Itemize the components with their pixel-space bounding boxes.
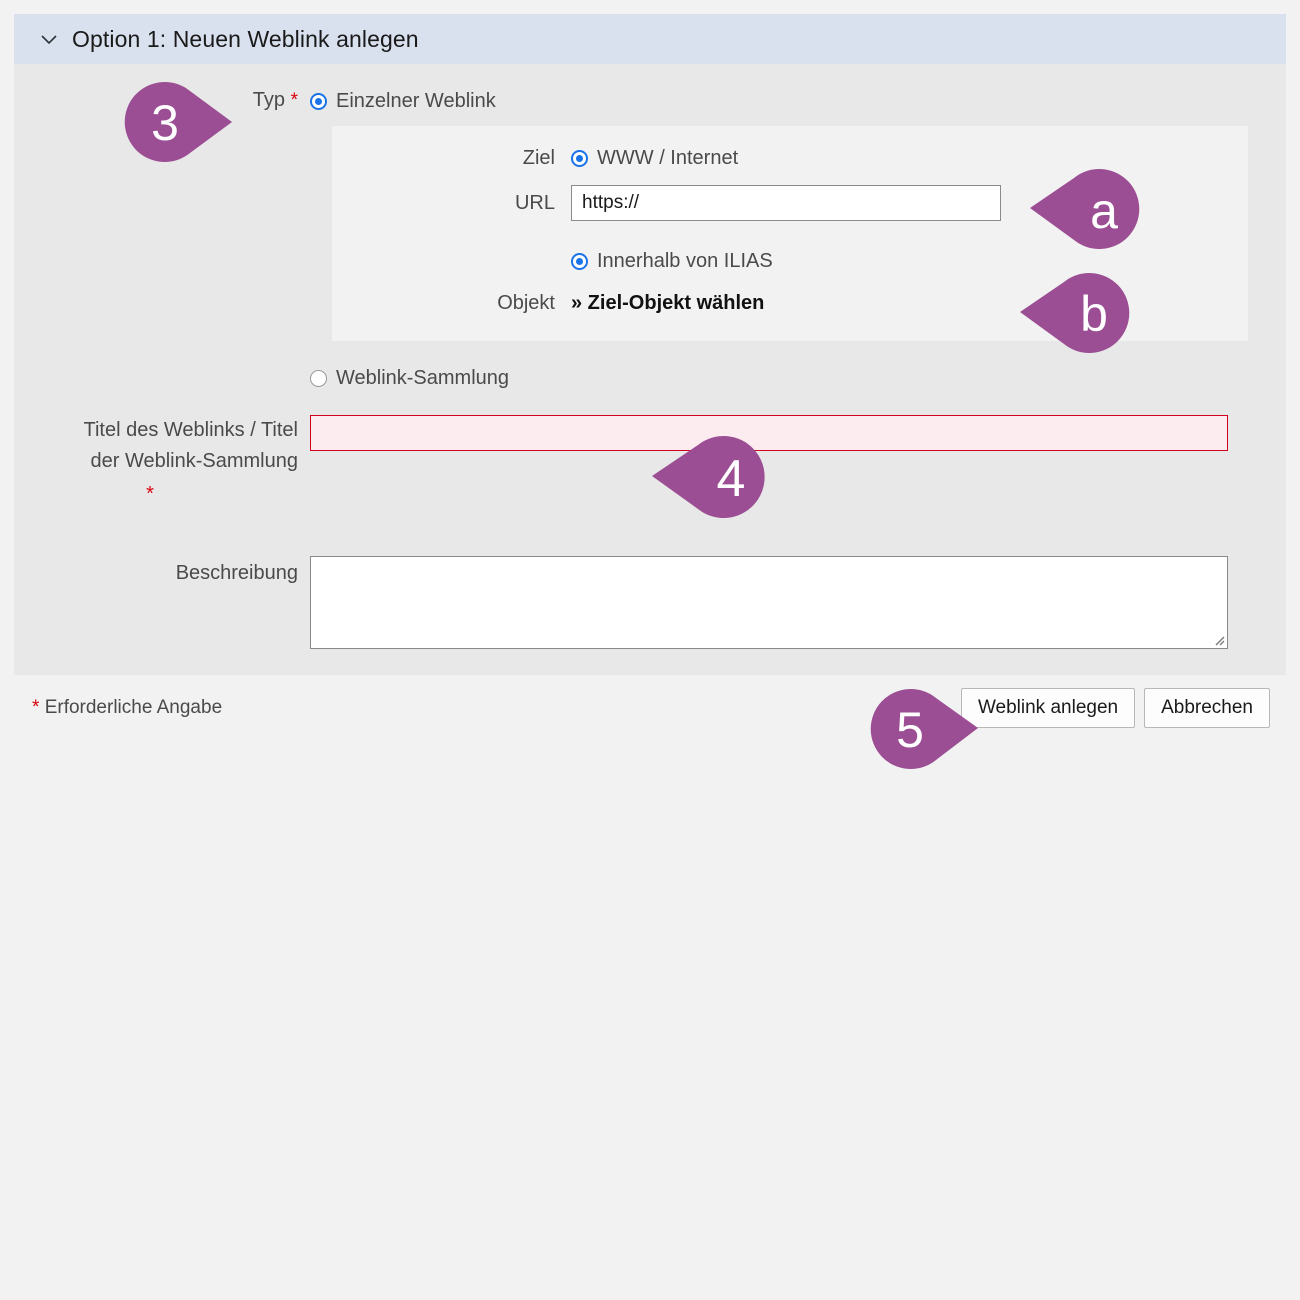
- url-input[interactable]: [571, 185, 1001, 221]
- radio-weblink-sammlung[interactable]: Weblink-Sammlung: [310, 341, 1286, 393]
- row-innerhalb-ilias: Innerhalb von ILIAS: [332, 243, 1248, 279]
- label-beschreibung: Beschreibung: [175, 562, 298, 584]
- chevron-down-icon[interactable]: [36, 26, 62, 52]
- row-ziel: Ziel WWW / Internet: [332, 140, 1248, 176]
- weblink-anlegen-button[interactable]: Weblink anlegen: [960, 688, 1136, 728]
- footer-buttons: Weblink anlegen Abbrechen: [960, 688, 1270, 728]
- panel-header[interactable]: Option 1: Neuen Weblink anlegen: [14, 14, 1286, 64]
- radio-innerhalb-von-ilias[interactable]: Innerhalb von ILIAS: [571, 246, 1248, 276]
- ziel-control: WWW / Internet: [571, 143, 1248, 173]
- required-note-star: *: [32, 697, 40, 718]
- radio-label-www-internet: WWW / Internet: [597, 147, 739, 169]
- label-titel-line2: der Weblink-Sammlung: [90, 450, 299, 472]
- row-objekt: Objekt » Ziel-Objekt wählen: [332, 285, 1248, 321]
- ziel-objekt-waehlen-link[interactable]: » Ziel-Objekt wählen: [571, 291, 765, 314]
- titel-input[interactable]: [310, 415, 1228, 451]
- row-beschreibung: Beschreibung: [14, 556, 1286, 675]
- panel-footer: * Erforderliche Angabe Weblink anlegen A…: [14, 675, 1286, 741]
- panel-title: Option 1: Neuen Weblink anlegen: [72, 25, 419, 52]
- required-marker-typ: *: [290, 90, 298, 111]
- label-titel-line1: Titel des Weblinks / Titel: [83, 419, 298, 441]
- radio-icon-www-internet[interactable]: [571, 149, 588, 167]
- panel-body: Typ * Einzelner Weblink Ziel WWW /: [14, 64, 1286, 675]
- beschreibung-wrapper: [310, 556, 1228, 649]
- label-url: URL: [514, 191, 555, 214]
- radio-www-internet[interactable]: WWW / Internet: [571, 143, 1248, 173]
- label-titel: Titel des Weblinks / Titel der Weblink-S…: [14, 415, 310, 510]
- beschreibung-textarea[interactable]: [310, 556, 1228, 649]
- ilias-control: Innerhalb von ILIAS: [571, 246, 1248, 276]
- radio-icon-einzelner-weblink[interactable]: [310, 92, 327, 110]
- label-typ-text: Typ: [252, 89, 286, 111]
- titel-control: [310, 415, 1286, 451]
- beschreibung-control: [310, 556, 1286, 649]
- radio-icon-innerhalb-von-ilias[interactable]: [571, 252, 588, 270]
- required-note-text: Erforderliche Angabe: [44, 697, 223, 718]
- url-control: [571, 185, 1248, 221]
- weblink-form-panel: Option 1: Neuen Weblink anlegen Typ * Ei…: [14, 14, 1286, 741]
- typ-control: Einzelner Weblink Ziel WWW / Internet: [310, 86, 1286, 393]
- radio-icon-weblink-sammlung[interactable]: [310, 369, 327, 387]
- radio-einzelner-weblink[interactable]: Einzelner Weblink: [310, 86, 1286, 116]
- label-objekt: Objekt: [497, 291, 555, 314]
- row-url: URL: [332, 185, 1248, 221]
- required-marker-titel: *: [146, 483, 154, 505]
- label-typ: Typ *: [14, 86, 310, 115]
- ziel-subpanel: Ziel WWW / Internet URL: [332, 126, 1248, 341]
- radio-label-innerhalb-von-ilias: Innerhalb von ILIAS: [597, 250, 773, 272]
- row-titel: Titel des Weblinks / Titel der Weblink-S…: [14, 415, 1286, 510]
- label-ziel: Ziel: [522, 146, 555, 169]
- radio-label-weblink-sammlung: Weblink-Sammlung: [336, 367, 510, 389]
- required-note: * Erforderliche Angabe: [32, 697, 222, 719]
- row-typ: Typ * Einzelner Weblink Ziel WWW /: [14, 64, 1286, 393]
- radio-label-einzelner-weblink: Einzelner Weblink: [336, 90, 496, 112]
- objekt-control: » Ziel-Objekt wählen: [571, 292, 1248, 315]
- abbrechen-button[interactable]: Abbrechen: [1144, 688, 1270, 728]
